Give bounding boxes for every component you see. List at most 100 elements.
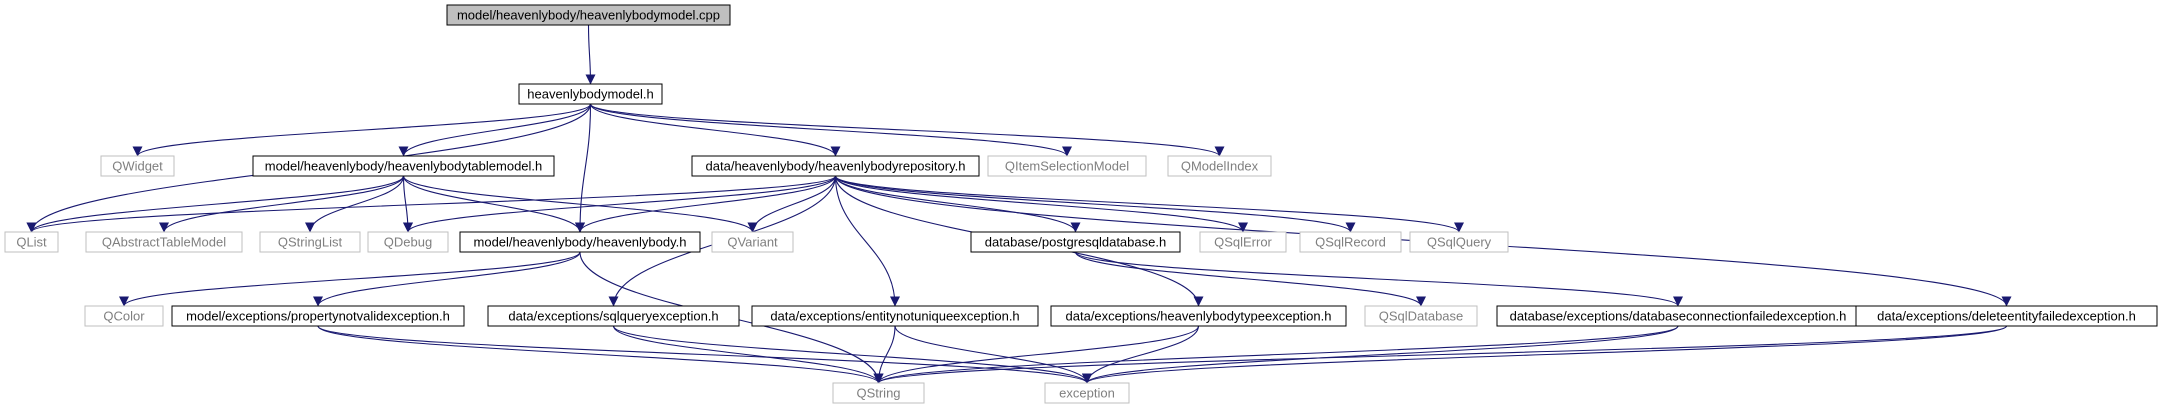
node-box-qsqlerror	[1199, 231, 1287, 253]
node-box-hbmodel	[518, 83, 663, 105]
node-label-entexc: data/exceptions/entitynotuniqueexception…	[770, 309, 1019, 324]
edge-propexc-to-exception	[317, 325, 1092, 384]
node-exception: exception	[1044, 382, 1130, 404]
node-label-qsqlerror: QSqlError	[1214, 235, 1272, 250]
node-dbconnexc[interactable]: database/exceptions/databaseconnectionfa…	[1496, 305, 1860, 327]
node-box-qsqlrecord	[1299, 231, 1402, 253]
edge-repo-to-qdebug	[403, 175, 837, 233]
node-label-hbtypeexc: data/exceptions/heavenlybodytypeexceptio…	[1066, 309, 1332, 324]
node-box-repo	[691, 155, 980, 177]
node-label-qsqlquery: QSqlQuery	[1427, 235, 1492, 250]
edge-hbmodel-to-repo	[589, 103, 841, 157]
node-box-qvariant	[711, 231, 794, 253]
edge-hbmodel-to-qmodelindex	[589, 103, 1225, 157]
node-label-qstring: QString	[856, 386, 900, 401]
node-box-qwidget	[100, 155, 175, 177]
node-label-qabstract: QAbstractTableModel	[102, 235, 226, 250]
node-label-repo: data/heavenlybody/heavenlybodyrepository…	[706, 159, 966, 174]
node-tablemodel[interactable]: model/heavenlybody/heavenlybodytablemode…	[252, 155, 555, 177]
node-label-qmodelindex: QModelIndex	[1181, 159, 1259, 174]
node-label-root: model/heavenlybody/heavenlybodymodel.cpp	[457, 8, 720, 23]
edge-tablemodel-to-qabstract	[159, 175, 405, 233]
edge-repo-to-pgdb	[834, 175, 1081, 233]
node-root[interactable]: model/heavenlybody/heavenlybodymodel.cpp	[446, 4, 731, 26]
node-label-dbconnexc: database/exceptions/databaseconnectionfa…	[1510, 309, 1847, 324]
node-label-sqlexc: data/exceptions/sqlqueryexception.h	[508, 309, 718, 324]
edge-entexc-to-exception	[894, 325, 1092, 384]
node-box-qstring	[832, 382, 925, 404]
node-repo[interactable]: data/heavenlybody/heavenlybodyrepository…	[691, 155, 980, 177]
node-qlist: QList	[4, 231, 59, 253]
node-label-qsqlrecord: QSqlRecord	[1315, 235, 1386, 250]
node-hb[interactable]: model/heavenlybody/heavenlybody.h	[459, 231, 701, 253]
edge-repo-to-entexc	[834, 175, 900, 307]
edge-sqlexc-to-qstring	[612, 325, 884, 384]
node-label-delexc: data/exceptions/deleteentityfailedexcept…	[1877, 309, 2136, 324]
node-qsqlerror: QSqlError	[1199, 231, 1287, 253]
edge-hb-to-qcolor	[119, 251, 581, 307]
edge-hbtypeexc-to-exception	[1082, 325, 1200, 384]
edge-pgdb-to-qsqldb	[1074, 251, 1426, 307]
node-box-qstringlist	[259, 231, 361, 253]
edge-root-to-hbmodel	[585, 24, 596, 85]
node-label-qsqldb: QSqlDatabase	[1379, 309, 1464, 324]
node-label-propexc: model/exceptions/propertynotvalidexcepti…	[186, 309, 450, 324]
node-box-propexc	[171, 305, 465, 327]
edge-repo-to-qsqlerror	[834, 175, 1248, 233]
node-box-hb	[459, 231, 701, 253]
node-box-qlist	[4, 231, 59, 253]
edge-repo-to-hb	[575, 175, 837, 233]
node-sqlexc[interactable]: data/exceptions/sqlqueryexception.h	[487, 305, 740, 327]
edge-tablemodel-to-qlist	[26, 175, 405, 233]
edge-dbconnexc-to-exception	[1082, 325, 1679, 384]
node-box-tablemodel	[252, 155, 555, 177]
node-label-qstringlist: QStringList	[278, 235, 343, 250]
node-box-qmodelindex	[1167, 155, 1272, 177]
node-qwidget: QWidget	[100, 155, 175, 177]
node-hbmodel[interactable]: heavenlybodymodel.h	[518, 83, 663, 105]
node-box-delexc	[1855, 305, 2158, 327]
edge-hbmodel-to-qwidget	[132, 103, 592, 157]
node-box-entexc	[751, 305, 1039, 327]
node-label-qvariant: QVariant	[727, 235, 778, 250]
node-box-exception	[1044, 382, 1130, 404]
node-label-pgdb: database/postgresqldatabase.h	[985, 235, 1166, 250]
edge-delexc-to-exception	[1082, 325, 2008, 384]
node-label-hbmodel: heavenlybodymodel.h	[527, 87, 653, 102]
node-label-qitemsel: QItemSelectionModel	[1005, 159, 1129, 174]
node-label-qwidget: QWidget	[112, 159, 163, 174]
node-box-qabstract	[85, 231, 243, 253]
edge-tablemodel-to-hb	[402, 175, 585, 233]
node-box-pgdb	[970, 231, 1181, 253]
node-qdebug: QDebug	[367, 231, 449, 253]
edge-pgdb-to-dbconnexc	[1074, 251, 1683, 307]
node-qitemsel: QItemSelectionModel	[987, 155, 1147, 177]
node-hbtypeexc[interactable]: data/exceptions/heavenlybodytypeexceptio…	[1050, 305, 1347, 327]
edge-hbtypeexc-to-qstring	[873, 325, 1200, 384]
node-qabstract: QAbstractTableModel	[85, 231, 243, 253]
edge-repo-to-qlist	[26, 175, 837, 233]
node-qmodelindex: QModelIndex	[1167, 155, 1272, 177]
edge-sqlexc-to-exception	[612, 325, 1092, 384]
node-label-qlist: QList	[16, 235, 47, 250]
edge-repo-to-qvariant	[747, 175, 837, 233]
node-qstringlist: QStringList	[259, 231, 361, 253]
node-qstring: QString	[832, 382, 925, 404]
node-label-hb: model/heavenlybody/heavenlybody.h	[474, 235, 687, 250]
node-propexc[interactable]: model/exceptions/propertynotvalidexcepti…	[171, 305, 465, 327]
node-qcolor: QColor	[84, 305, 164, 327]
node-box-sqlexc	[487, 305, 740, 327]
node-pgdb[interactable]: database/postgresqldatabase.h	[970, 231, 1181, 253]
node-delexc[interactable]: data/exceptions/deleteentityfailedexcept…	[1855, 305, 2158, 327]
edge-hb-to-propexc	[313, 251, 581, 307]
node-qsqldb: QSqlDatabase	[1364, 305, 1478, 327]
node-entexc[interactable]: data/exceptions/entitynotuniqueexception…	[751, 305, 1039, 327]
node-qsqlrecord: QSqlRecord	[1299, 231, 1402, 253]
node-box-qitemsel	[987, 155, 1147, 177]
node-qsqlquery: QSqlQuery	[1409, 231, 1509, 253]
edge-propexc-to-qstring	[317, 325, 884, 384]
node-label-qdebug: QDebug	[384, 235, 432, 250]
nodes-layer: model/heavenlybody/heavenlybodymodel.cpp…	[4, 4, 2158, 404]
edge-dbconnexc-to-qstring	[873, 325, 1679, 384]
edge-repo-to-qsqlrecord	[834, 175, 1356, 233]
